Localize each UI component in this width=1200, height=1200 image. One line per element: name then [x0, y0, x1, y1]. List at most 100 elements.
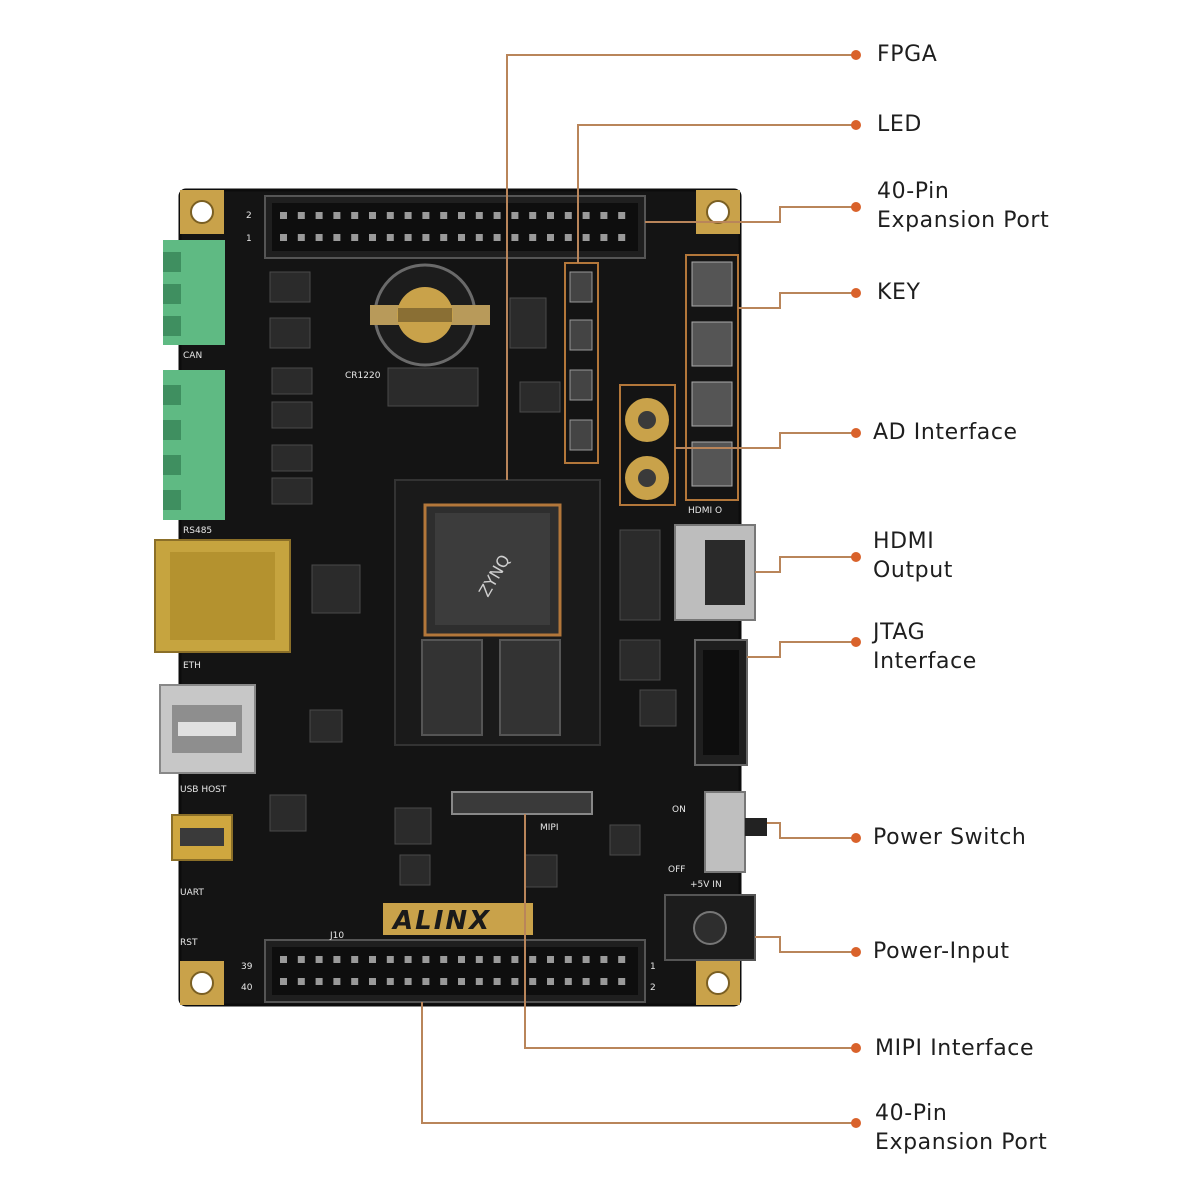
key-buttons: HDMI O [685, 254, 739, 516]
header-pin [582, 212, 590, 219]
header-pin [529, 956, 537, 963]
header-pin [280, 978, 287, 985]
label-expansion-top-line-2: Expansion Port [877, 208, 1050, 233]
dot-power-input [851, 947, 861, 957]
usb-host-port: USB HOST [159, 684, 256, 795]
rs485-terminal-block: RS485 [163, 370, 225, 536]
label-jtag: JTAG Interface [873, 618, 977, 676]
header-pin [333, 978, 341, 985]
label-key-line-1: KEY [877, 280, 921, 305]
jtag-header [694, 639, 748, 766]
dot-power-switch [851, 833, 861, 843]
ad-sma-connectors [619, 384, 676, 506]
header-pin [564, 212, 572, 219]
silk-header-bottom-pin-40: 40 [241, 983, 253, 993]
header-pin [600, 234, 608, 241]
label-led: LED [877, 110, 922, 139]
header-pin [386, 234, 394, 241]
header-pin [297, 978, 305, 985]
header-pin [618, 212, 626, 219]
label-power-switch: Power Switch [873, 823, 1026, 852]
silk-5v-in: +5V IN [690, 880, 722, 890]
dot-jtag [851, 637, 861, 647]
header-pin [493, 234, 501, 241]
header-pin [493, 978, 501, 985]
silk-uart: UART [180, 888, 204, 898]
header-pin [333, 212, 341, 219]
label-power-input: Power-Input [873, 937, 1010, 966]
header-pin [351, 234, 359, 241]
header-pin [315, 956, 323, 963]
mipi-connector: MIPI [451, 791, 593, 833]
header-pin [351, 956, 359, 963]
header-pin [404, 234, 412, 241]
expansion-header-top: 2 1 [246, 195, 646, 259]
header-pin [582, 978, 590, 985]
ethernet-jack: ETH [154, 539, 291, 671]
hdmi-connector [674, 524, 756, 621]
leader-expansion-top [645, 206, 856, 223]
dot-ad [851, 428, 861, 438]
header-pin [297, 234, 305, 241]
header-pin [458, 234, 465, 241]
leader-ad [675, 432, 856, 449]
header-pin [386, 956, 394, 963]
header-pin [386, 212, 394, 219]
header-pin [600, 978, 608, 985]
header-pin [529, 234, 537, 241]
header-pin [493, 956, 501, 963]
header-pin [280, 234, 287, 241]
header-pin [369, 212, 376, 219]
mounting-holes [180, 190, 740, 1005]
header-pin [547, 212, 554, 219]
header-pin [600, 212, 608, 219]
header-pin [369, 978, 376, 985]
silk-header-bottom-pin-39: 39 [241, 962, 253, 972]
header-pin [369, 234, 376, 241]
header-pin [333, 956, 341, 963]
silk-battery: CR1220 [345, 371, 381, 381]
header-pin [315, 978, 323, 985]
silk-rs485: RS485 [183, 526, 212, 536]
leader-power-input [755, 936, 856, 953]
header-pin [618, 956, 626, 963]
ddr-memory [421, 639, 561, 736]
label-jtag-line-1: JTAG [873, 620, 926, 645]
header-pin [511, 956, 519, 963]
led-group [564, 262, 599, 464]
alinx-logo: ALINX [383, 903, 533, 936]
battery-holder: CR1220 [345, 263, 490, 381]
header-pin [458, 212, 465, 219]
silk-mipi: MIPI [540, 823, 559, 833]
leader-key [738, 292, 856, 309]
silk-on: ON [672, 805, 686, 815]
header-pin [297, 212, 305, 219]
silk-header-bottom-pin-1: 1 [650, 962, 656, 972]
header-pin [315, 234, 323, 241]
header-pin [404, 212, 412, 219]
header-pin [475, 956, 483, 963]
header-pin [618, 978, 626, 985]
header-pin [440, 978, 448, 985]
label-expansion-bottom: 40-Pin Expansion Port [875, 1099, 1047, 1157]
dc-power-jack [664, 894, 756, 961]
dot-fpga [851, 50, 861, 60]
header-pin [529, 978, 537, 985]
header-pin [618, 234, 626, 241]
label-hdmi-line-2: Output [873, 558, 954, 583]
header-pin [351, 212, 359, 219]
label-hdmi: HDMI Output [873, 527, 953, 585]
silk-hdmi-o: HDMI O [688, 506, 722, 516]
header-pin [564, 234, 572, 241]
leader-expansion-bottom [421, 1002, 856, 1124]
header-pin [440, 956, 448, 963]
label-mipi-line-1: MIPI Interface [875, 1036, 1035, 1061]
header-pin [422, 956, 430, 963]
leader-power-switch [767, 822, 856, 839]
header-pin [511, 978, 519, 985]
dot-hdmi [851, 552, 861, 562]
dot-expansion-top [851, 202, 861, 212]
header-pin [386, 978, 394, 985]
label-hdmi-line-1: HDMI [873, 529, 935, 554]
